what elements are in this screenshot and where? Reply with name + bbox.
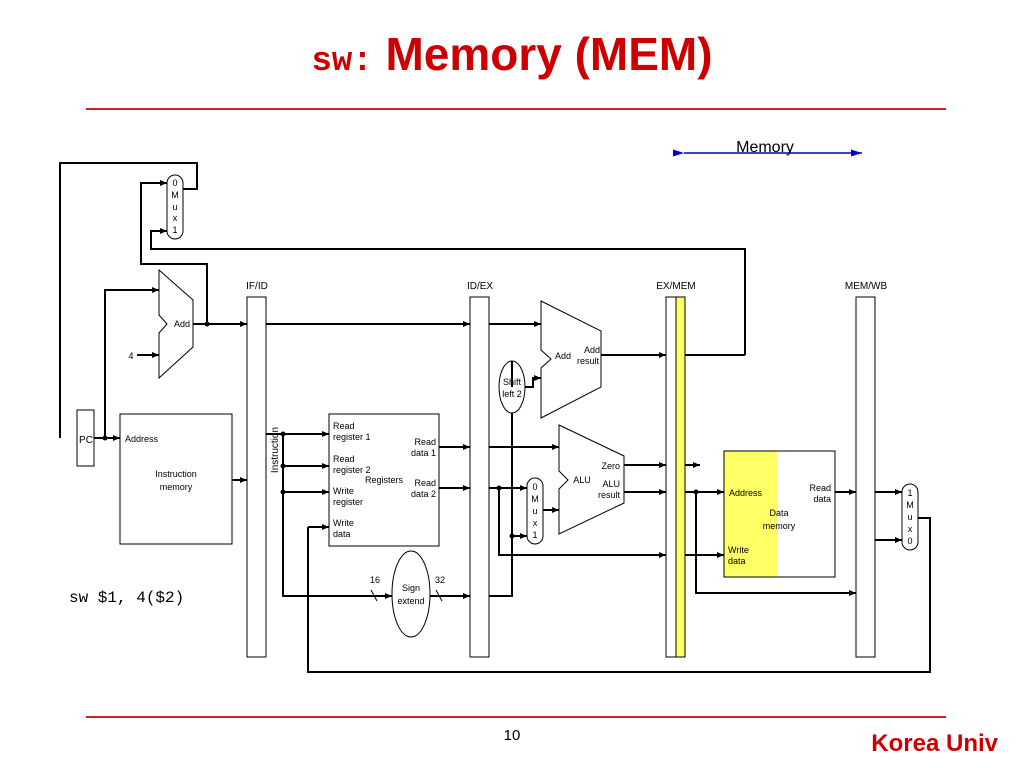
bottom-divider <box>86 716 946 718</box>
sign-extend-line2: extend <box>397 596 424 606</box>
wire <box>140 180 208 324</box>
alu-mux-char: 0 <box>532 482 537 492</box>
page-number: 10 <box>503 727 521 744</box>
wb-mux-char: M <box>906 500 914 510</box>
pc-mux-char: x <box>173 213 178 223</box>
junction-dot <box>496 485 502 491</box>
dmem-name-line1: Data <box>769 508 788 518</box>
wire <box>150 228 746 355</box>
reg-write-data-line1: Write <box>333 518 354 528</box>
junction-dot <box>280 431 286 437</box>
wire <box>307 517 931 673</box>
reg-write-data-line2: data <box>333 529 351 539</box>
sign-extend-input-bits: 16 <box>370 575 380 585</box>
branch-adder <box>540 300 602 419</box>
mem-wb-register <box>855 296 876 658</box>
dmem-address-label: Address <box>729 488 763 498</box>
if-id-register <box>246 296 267 658</box>
wire <box>104 287 159 438</box>
instruction-bus-label: Instruction <box>270 427 281 473</box>
top-divider <box>86 108 946 110</box>
instruction-example: sw $1, 4($2) <box>69 589 185 607</box>
alu-result-line1: ALU <box>602 479 620 489</box>
title-text: Memory (MEM) <box>385 28 713 80</box>
dmem-write-data-line2: data <box>728 556 746 566</box>
wire <box>59 162 198 438</box>
junction-dot <box>693 489 699 495</box>
alu-unit <box>558 424 625 535</box>
alu-mux-char: 1 <box>532 530 537 540</box>
stage-label: Memory <box>736 139 794 156</box>
sign-extend-line1: Sign <box>402 583 420 593</box>
reg-write-register-line2: register <box>333 497 363 507</box>
wire <box>282 434 392 599</box>
pc-mux-char: M <box>171 190 179 200</box>
branch-adder-result-line1: Add <box>584 345 600 355</box>
dmem-name-line2: memory <box>763 521 796 531</box>
sign-extend-unit <box>391 550 431 638</box>
reg-read-data-1-line1: Read <box>414 437 436 447</box>
data-memory <box>723 450 836 578</box>
alu-label: ALU <box>573 475 591 485</box>
imem-address-label: Address <box>125 434 159 444</box>
junction-dot <box>280 463 286 469</box>
reg-read-data-2-line2: data 2 <box>411 489 436 499</box>
wire <box>695 492 856 596</box>
wire <box>498 488 666 558</box>
wb-mux-char: x <box>908 524 913 534</box>
branch-adder-label: Add <box>555 351 571 361</box>
imem-label-line2: memory <box>160 482 193 492</box>
pc-mux-char: 1 <box>172 225 177 235</box>
reg-write-register-line1: Write <box>333 486 354 496</box>
mem-wb-label: MEM/WB <box>845 281 888 292</box>
pc-mux-char: 0 <box>172 178 177 188</box>
data-memory-highlight <box>724 451 778 577</box>
reg-read-register-2-line1: Read <box>333 454 355 464</box>
sign-extend-output-bits: 32 <box>435 575 445 585</box>
ex-mem-label: EX/MEM <box>656 281 695 292</box>
slide-title: sw: Memory (MEM) <box>0 26 1024 90</box>
reg-read-data-2-line1: Read <box>414 478 436 488</box>
wb-mux-char: u <box>907 512 912 522</box>
reg-read-data-1-line2: data 1 <box>411 448 436 458</box>
pc-mux <box>166 174 184 240</box>
id-ex-label: ID/EX <box>467 281 493 292</box>
alu-mux-char: x <box>533 518 538 528</box>
alu-mux-char: u <box>532 506 537 516</box>
constant-four: 4 <box>128 351 133 361</box>
junction-dot <box>102 435 108 441</box>
id-ex-register <box>469 296 490 658</box>
junction-dot <box>280 489 286 495</box>
title-code: sw: <box>311 43 373 81</box>
wire <box>525 375 541 388</box>
dmem-read-data-line2: data <box>813 494 831 504</box>
pc-adder-label: Add <box>174 319 190 329</box>
if-id-label: IF/ID <box>246 281 268 292</box>
wire <box>489 413 513 597</box>
branch-adder-result-line2: result <box>577 356 600 366</box>
memory-stage-indicator: Memory <box>673 139 862 157</box>
registers-title: Registers <box>365 475 404 485</box>
shift-left-line2: left 2 <box>502 389 522 399</box>
pc-label: PC <box>79 435 93 446</box>
junction-dot <box>509 533 515 539</box>
reg-read-register-1-line2: register 1 <box>333 432 371 442</box>
wb-mux-char: 0 <box>907 536 912 546</box>
reg-read-register-1-line1: Read <box>333 421 355 431</box>
dmem-read-data-line1: Read <box>809 483 831 493</box>
pc-mux-char: u <box>172 202 177 212</box>
junction-dot <box>204 321 210 327</box>
wb-mux-char: 1 <box>907 488 912 498</box>
reg-read-register-2-line2: register 2 <box>333 465 371 475</box>
alu-zero-label: Zero <box>601 461 620 471</box>
alu-mux-char: M <box>531 494 539 504</box>
brand-footer: Korea Univ <box>871 730 998 757</box>
ex-mem-highlight <box>675 296 686 658</box>
imem-label-line1: Instruction <box>155 469 197 479</box>
alu-result-line2: result <box>598 490 621 500</box>
register-file <box>328 413 440 547</box>
dmem-write-data-line1: Write <box>728 545 749 555</box>
